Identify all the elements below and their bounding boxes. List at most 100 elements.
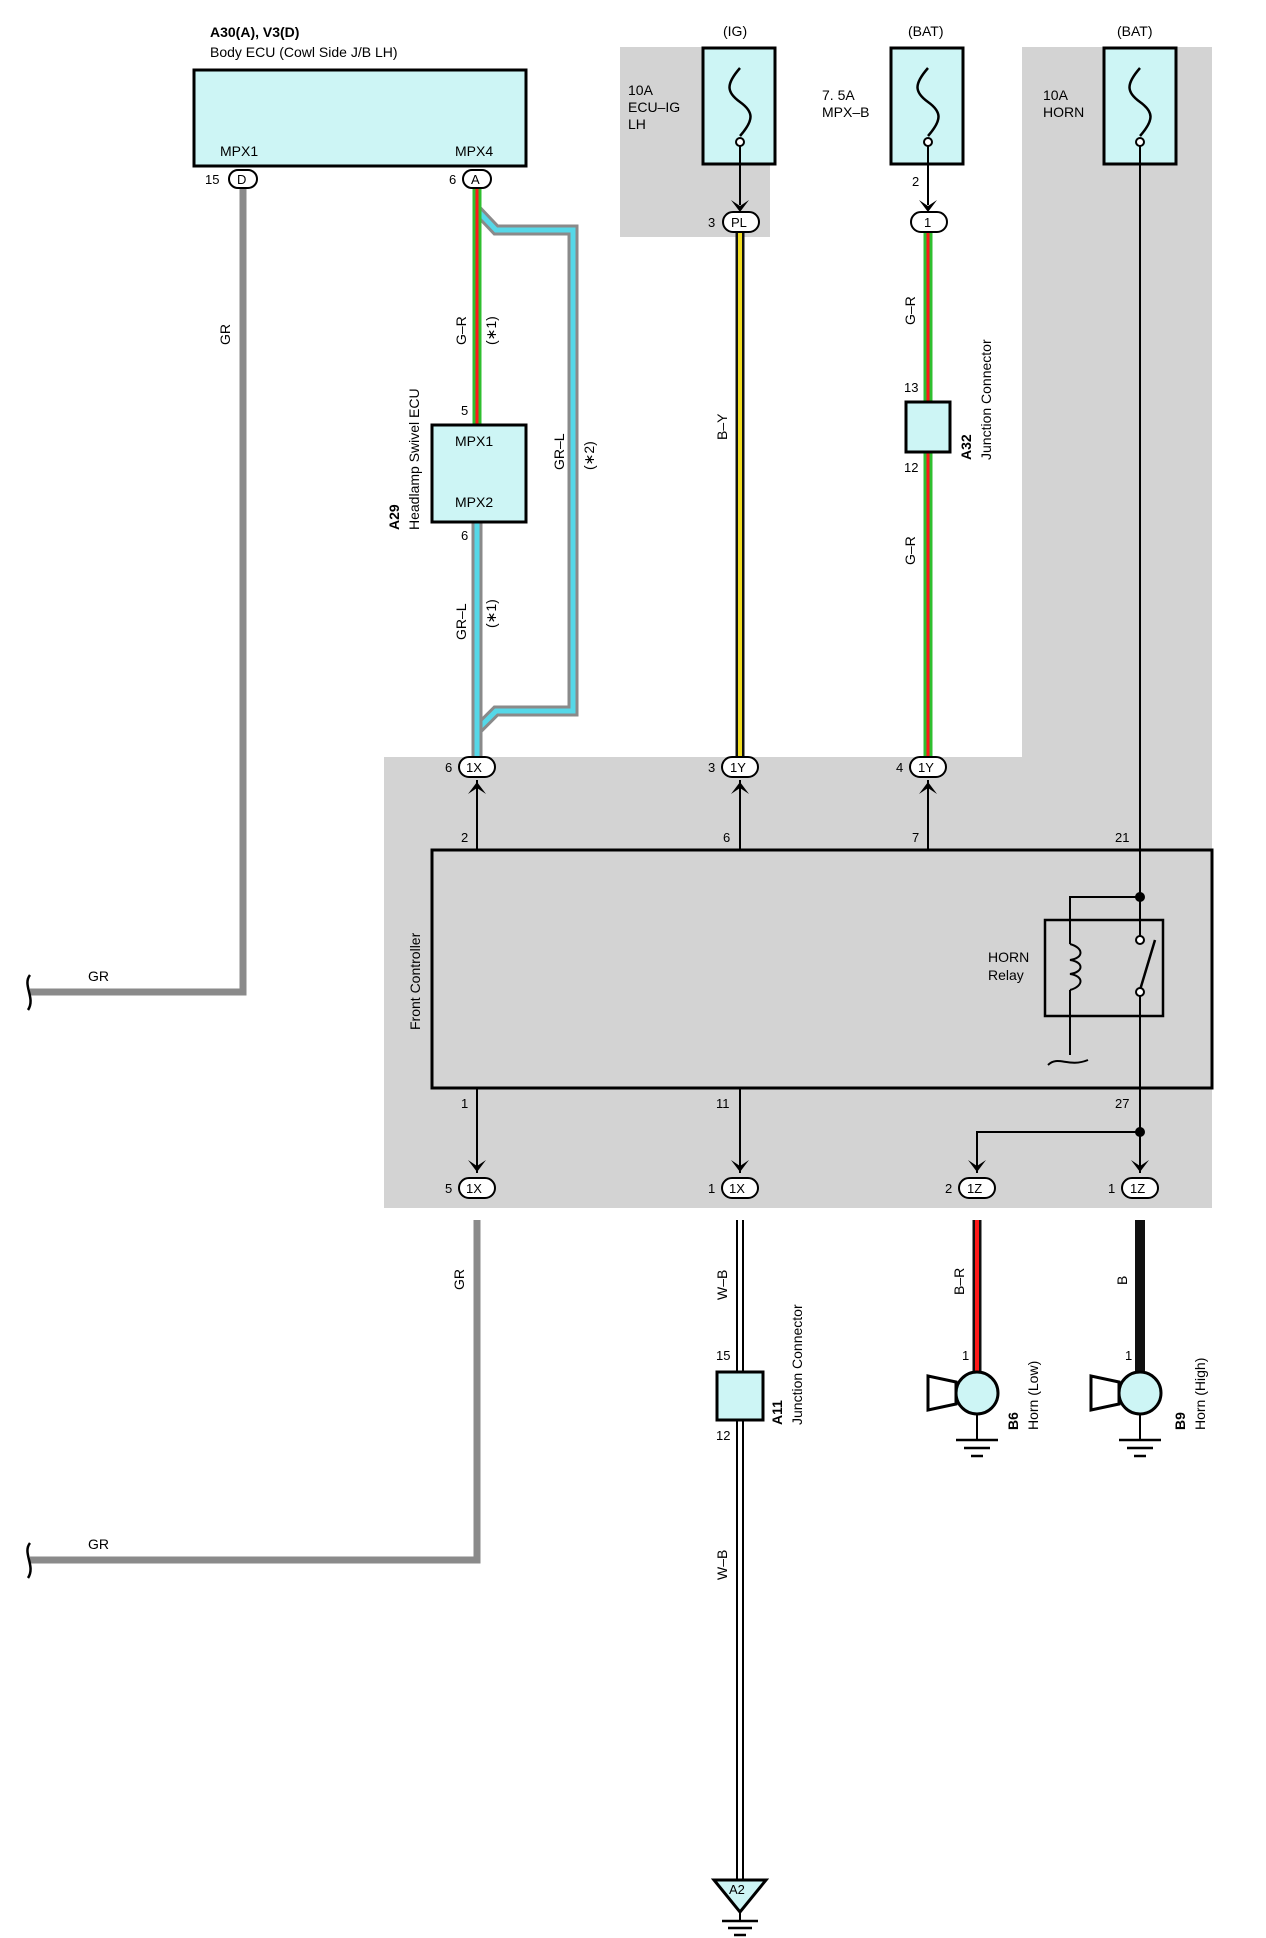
relay-coil-lead xyxy=(1069,896,1140,944)
relay-switch-blade xyxy=(1138,939,1157,991)
connector-body xyxy=(458,756,496,778)
arrow-pl-icon xyxy=(731,200,749,212)
arrow-down-icon xyxy=(468,1160,486,1172)
fc-pin-top-6: 6 xyxy=(723,830,730,845)
horn-name: Horn (Low) xyxy=(1025,1361,1041,1430)
wire-note-2: (∗2) xyxy=(581,441,597,470)
body-ecu-name: Body ECU (Cowl Side J/B LH) xyxy=(210,44,398,60)
connector-body xyxy=(721,1177,759,1199)
fc-pin-bottom-27: 27 xyxy=(1115,1096,1129,1111)
connector-body-ecu-a-label: A xyxy=(471,172,480,187)
horn-pin: 1 xyxy=(1125,1348,1132,1363)
front-controller-name: Front Controller xyxy=(407,932,423,1030)
horn-pin: 1 xyxy=(962,1348,969,1363)
fc-pin-bottom-1: 1 xyxy=(461,1096,468,1111)
relay-box xyxy=(1043,918,1165,1018)
connector-pin: 6 xyxy=(445,760,452,775)
junction-a32-pin-in: 13 xyxy=(904,380,918,395)
junction-a11-name: Junction Connector xyxy=(789,1304,805,1425)
wire-note-1b: (∗1) xyxy=(483,599,499,628)
wire-gr-l-bypass xyxy=(475,208,576,732)
fuse-source-label: (BAT) xyxy=(908,23,944,39)
connector-bottom-1z-a: 1Z 2 xyxy=(945,1160,996,1199)
fuse-source-label: (IG) xyxy=(723,23,747,39)
horn-bell-icon xyxy=(1089,1374,1121,1412)
wire-label-g-r-bottom: G–R xyxy=(902,536,918,565)
wire-label-g-r-top: G–R xyxy=(902,296,918,325)
front-controller-box xyxy=(430,848,1214,1090)
connector-top-1y-b: 1Y 4 xyxy=(896,756,947,794)
junction-dot-bottom-icon xyxy=(1135,1127,1145,1137)
horn-body-icon xyxy=(954,1370,1000,1416)
horn-code: B6 xyxy=(1005,1412,1021,1430)
junction-a11-pin-in: 15 xyxy=(716,1348,730,1363)
wire-gr-bottom xyxy=(30,1220,481,1564)
wire-label-w-b-top: W–B xyxy=(714,1270,730,1300)
wire-note-1a: (∗1) xyxy=(483,316,499,345)
fuse-rating: 10A xyxy=(1043,87,1069,103)
junction-a32-name: Junction Connector xyxy=(978,339,994,460)
connector-body xyxy=(721,756,759,778)
headlamp-ecu-box xyxy=(430,423,528,524)
connector-body-ecu-d xyxy=(228,169,258,189)
connector-pin: 5 xyxy=(445,1181,452,1196)
relay-label-line2: Relay xyxy=(988,967,1024,983)
wire-break-left-icon xyxy=(26,974,32,1011)
fuse-symbol-icon xyxy=(728,67,752,137)
fc-pin-top-21: 21 xyxy=(1115,830,1129,845)
connector-label: 1X xyxy=(729,1181,745,1196)
junction-a11-code: A11 xyxy=(769,1400,785,1425)
fuse-rating: 10A xyxy=(628,82,654,98)
relay-coil-icon xyxy=(1069,943,1082,991)
connector-body xyxy=(1121,1177,1159,1199)
arrow-up-icon xyxy=(468,782,486,794)
wire-label-gr-bottom: GR xyxy=(451,1269,467,1290)
fuse-name-line1: MPX–B xyxy=(822,104,869,120)
connector-bottom-1z-b: 1Z 1 xyxy=(1108,1160,1159,1199)
wire-label-b: B xyxy=(1114,1276,1130,1285)
fc-pin-top-7: 7 xyxy=(912,830,919,845)
junction-a11-box xyxy=(715,1370,765,1422)
connector-pl xyxy=(722,211,760,233)
fc-pin-top-2: 2 xyxy=(461,830,468,845)
connector-body xyxy=(458,1177,496,1199)
connector-pin: 1 xyxy=(1108,1181,1115,1196)
connector-label: 1Z xyxy=(1130,1181,1145,1196)
wire-label-gr-l-bypass: GR–L xyxy=(551,433,567,470)
wire-label-gr-left: GR xyxy=(217,324,233,345)
arrow-down-icon xyxy=(1131,1160,1149,1172)
headlamp-ecu-pin-top: 5 xyxy=(461,403,468,418)
connector-label: 1Y xyxy=(918,760,934,775)
fuse-source-label: (BAT) xyxy=(1117,23,1153,39)
connector-label: 1X xyxy=(466,760,482,775)
connector-pin: 4 xyxy=(896,760,903,775)
headlamp-ecu-mpx2: MPX2 xyxy=(455,494,493,510)
wire-horn-branch xyxy=(976,1131,1140,1173)
wire-label-b-r: B–R xyxy=(951,1268,967,1295)
arrow-1-icon xyxy=(919,200,937,212)
body-ecu-code: A30(A), V3(D) xyxy=(210,24,299,40)
connector-pin: 2 xyxy=(945,1181,952,1196)
ground-icon xyxy=(1119,1438,1161,1458)
relay-ground-squiggle-icon xyxy=(1047,1059,1089,1066)
wire-label-gr-bottom-stub: GR xyxy=(88,1536,109,1552)
ground-a2: A2 xyxy=(710,1878,770,1937)
arrow-up-icon xyxy=(731,782,749,794)
wire-label-b-y: B–Y xyxy=(714,413,730,440)
headlamp-ecu-mpx1: MPX1 xyxy=(455,433,493,449)
fuse-horn: (BAT) 10A HORN xyxy=(1043,23,1178,166)
connector-pin: 3 xyxy=(708,760,715,775)
junction-a11-pin-out: 12 xyxy=(716,1428,730,1443)
fc-pin-bottom-11: 11 xyxy=(716,1096,730,1111)
horn-body-icon xyxy=(1117,1370,1163,1416)
fuse-symbol-icon xyxy=(1128,67,1152,137)
horn-high: 1 B9 Horn (High) xyxy=(1089,1348,1208,1458)
fuse-mpx-b: (BAT) 7. 5A MPX–B xyxy=(822,23,965,166)
horn-low: 1 B6 Horn (Low) xyxy=(926,1348,1041,1458)
wire-label-g-r-mpx: G–R xyxy=(453,316,469,345)
body-ecu-pin-left-label: MPX1 xyxy=(220,143,258,159)
connector-pl-pin: 3 xyxy=(708,215,715,230)
fuse-name-line2: LH xyxy=(628,116,646,132)
arrow-down-icon xyxy=(968,1160,986,1172)
